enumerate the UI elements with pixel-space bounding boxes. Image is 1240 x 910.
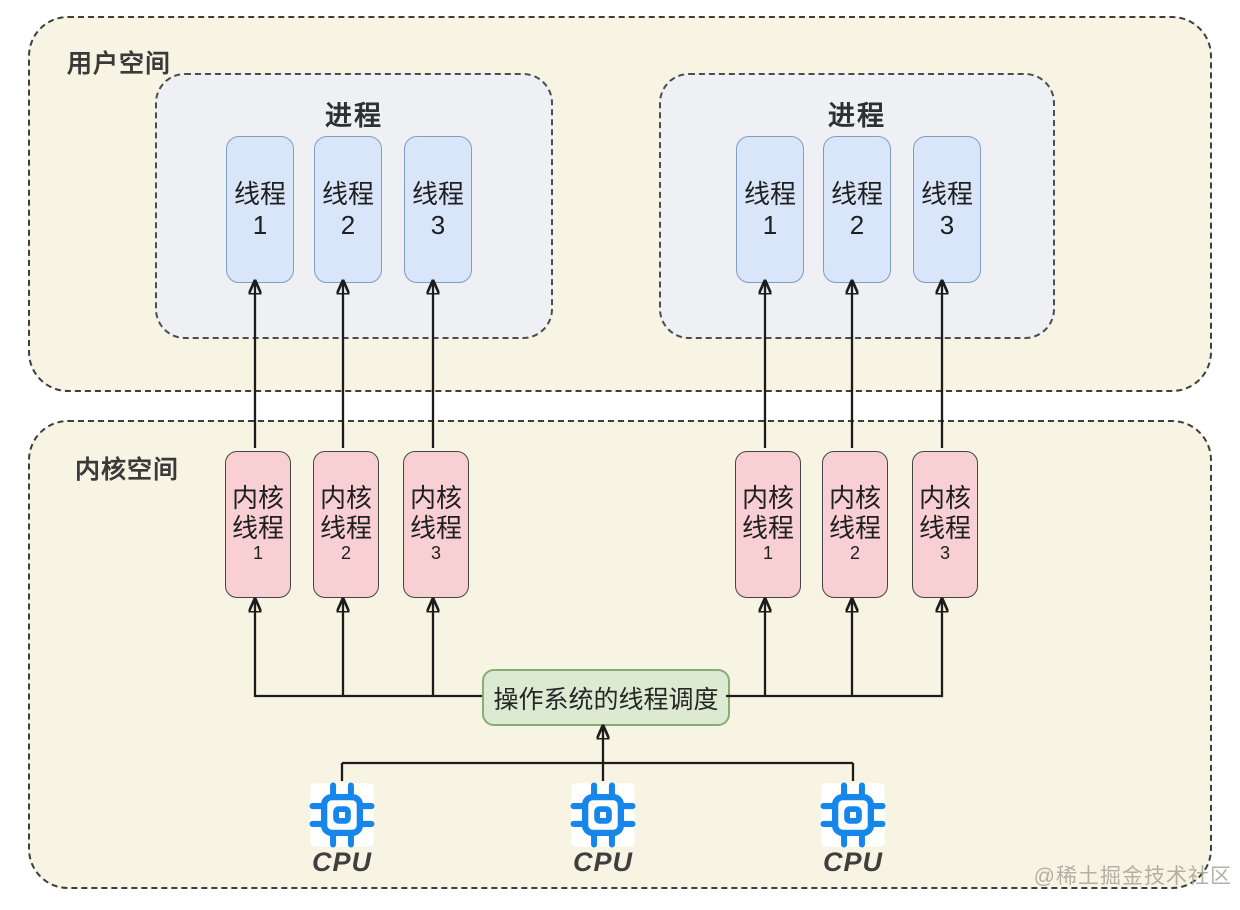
cpu-label: CPU — [822, 847, 883, 877]
process-panel-right: 进程 线程 1 线程 2 线程 3 — [659, 73, 1055, 339]
user-space-label: 用户空间 — [67, 50, 172, 78]
thread-label: 线程 — [920, 178, 973, 209]
kernel-thread-label: 内核 — [741, 483, 794, 514]
thread-number: 3 — [939, 209, 955, 240]
thread-number: 1 — [762, 209, 778, 240]
kernel-thread-box: 内核 线程 2 — [313, 451, 379, 598]
thread-label: 线程 — [743, 178, 796, 209]
kernel-thread-label: 线程 — [918, 512, 971, 543]
cpu-icon — [309, 782, 375, 848]
kernel-thread-number: 2 — [849, 543, 860, 564]
kernel-thread-label: 线程 — [319, 512, 372, 543]
user-space-panel: 用户空间 进程 线程 1 线程 2 线程 3 进程 线程 1 — [28, 16, 1212, 392]
kernel-thread-box: 内核 线程 3 — [912, 451, 978, 598]
thread-label: 线程 — [321, 178, 374, 209]
kernel-thread-label: 内核 — [828, 483, 881, 514]
thread-number: 3 — [430, 209, 446, 240]
kernel-thread-label: 线程 — [409, 512, 462, 543]
kernel-thread-number: 2 — [340, 543, 351, 564]
kernel-thread-number: 1 — [252, 543, 263, 564]
kernel-thread-label: 线程 — [231, 512, 284, 543]
kernel-thread-box: 内核 线程 1 — [225, 451, 291, 598]
thread-label: 线程 — [411, 178, 464, 209]
kernel-thread-number: 3 — [939, 543, 950, 564]
thread-label: 线程 — [830, 178, 883, 209]
thread-label: 线程 — [233, 178, 286, 209]
process-title: 进程 — [828, 101, 886, 131]
kernel-thread-label: 内核 — [409, 483, 462, 514]
kernel-thread-number: 1 — [762, 543, 773, 564]
cpu-label: CPU — [572, 847, 633, 877]
kernel-thread-label: 线程 — [741, 512, 794, 543]
user-thread-box: 线程 3 — [913, 136, 981, 283]
thread-number: 2 — [849, 209, 865, 240]
process-title: 进程 — [325, 101, 383, 131]
user-thread-box: 线程 3 — [404, 136, 472, 283]
cpu-icon — [570, 782, 636, 848]
kernel-thread-number: 3 — [430, 543, 441, 564]
kernel-thread-label: 内核 — [319, 483, 372, 514]
thread-number: 1 — [252, 209, 268, 240]
user-thread-box: 线程 1 — [736, 136, 804, 283]
scheduler-box: 操作系统的线程调度 — [482, 669, 730, 726]
user-thread-box: 线程 1 — [226, 136, 294, 283]
user-thread-box: 线程 2 — [314, 136, 382, 283]
kernel-thread-label: 内核 — [231, 483, 284, 514]
kernel-thread-box: 内核 线程 3 — [403, 451, 469, 598]
thread-number: 2 — [340, 209, 356, 240]
kernel-thread-label: 内核 — [918, 483, 971, 514]
cpu-label: CPU — [311, 847, 372, 877]
kernel-thread-label: 线程 — [828, 512, 881, 543]
watermark: @稀土掘金技术社区 — [1033, 865, 1232, 888]
kernel-thread-box: 内核 线程 2 — [822, 451, 888, 598]
process-panel-left: 进程 线程 1 线程 2 线程 3 — [155, 73, 553, 339]
cpu-icon — [820, 782, 886, 848]
scheduler-label: 操作系统的线程调度 — [493, 685, 719, 714]
kernel-space-label: 内核空间 — [75, 456, 180, 484]
kernel-thread-box: 内核 线程 1 — [735, 451, 801, 598]
user-thread-box: 线程 2 — [823, 136, 891, 283]
